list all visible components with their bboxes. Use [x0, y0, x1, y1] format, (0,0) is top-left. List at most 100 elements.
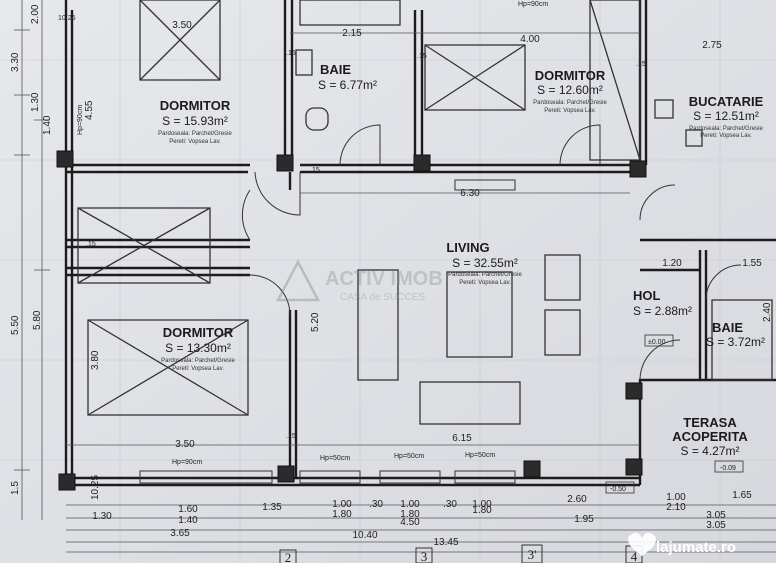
dim-label: 3.80 — [90, 350, 101, 370]
furniture — [77, 0, 773, 425]
room-name: LIVING — [446, 240, 489, 255]
room-area: S = 12.51m² — [693, 109, 759, 123]
room-floor: Pardoseala: Parchet/Gresie — [689, 126, 763, 132]
windows — [139, 179, 516, 484]
chair — [654, 99, 674, 119]
dim-label: 13.45 — [433, 537, 458, 548]
room-baie-2: BAIE S = 3.72m² — [706, 320, 765, 349]
dim-label: .15 — [286, 50, 296, 57]
columns — [56, 150, 647, 491]
dim-label: 3.50 — [175, 439, 195, 450]
dim-label: .15 — [417, 53, 427, 60]
coffee-table — [446, 271, 513, 358]
room-dormitor-1: DORMITOR S = 15.93m² Pardoseala: Parchet… — [158, 98, 232, 145]
dim-label: 3.65 — [170, 528, 190, 539]
dim-label: 5.20 — [310, 312, 321, 332]
room-area: S = 15.93m² — [162, 114, 228, 128]
dim-label: 10.40 — [352, 530, 377, 541]
room-dormitor-2: DORMITOR S = 12.60m² Pardoseala: Parchet… — [533, 68, 607, 114]
level-label: -0.50 — [610, 486, 626, 493]
chair-2 — [685, 129, 703, 147]
thin-wall-marks: .15 .15 .15 .15 .15 .15 — [86, 50, 646, 440]
dim-label: 4.00 — [520, 34, 540, 45]
room-name: BAIE — [320, 62, 351, 77]
dim-label: 3.05 — [706, 510, 726, 521]
room-area: S = 6.77m² — [318, 78, 377, 92]
dim-label: 1.55 — [742, 258, 762, 269]
dim-label: 1.30 — [92, 511, 112, 522]
dim-label: Hp=90cm — [518, 1, 548, 8]
room-name: DORMITOR — [535, 68, 606, 83]
dim-label: .15 — [310, 167, 320, 174]
room-walls: Pereti: Vopsea Lav. — [700, 133, 752, 139]
dim-label: Hp=90cm — [172, 459, 202, 466]
room-name: DORMITOR — [160, 98, 231, 113]
dim-label: 3.50 — [172, 20, 192, 31]
room-area: S = 13.30m² — [165, 341, 231, 355]
dim-label: Hp=90cm — [77, 105, 84, 135]
dim-label: 10.25 — [90, 475, 101, 500]
dim-label: Hp=50cm — [465, 452, 495, 459]
dim-label: 2.15 — [342, 28, 362, 39]
bathtub — [299, 0, 401, 26]
room-terasa: TERASA ACOPERITA S = 4.27m² — [672, 415, 748, 458]
dim-label: 4.50 — [400, 517, 420, 528]
bottom-dimension-lines — [66, 32, 776, 553]
watermark-logo — [275, 259, 321, 302]
axis-label: 4 — [631, 549, 638, 563]
watermark-line2: CASA de SUCCES — [340, 292, 425, 303]
room-name: DORMITOR — [163, 325, 234, 340]
watermark-line1: ACTIV IMOB — [325, 268, 443, 290]
room-living: LIVING S = 32.55m² Pardoseala: Parchet/G… — [446, 240, 522, 286]
room-walls: Pereti: Vopsea Lav. — [459, 280, 511, 286]
dim-label: 1.20 — [662, 258, 682, 269]
heart-icon — [628, 532, 656, 556]
sofa-bottom — [419, 381, 521, 425]
dim-label: 1.5 — [10, 481, 21, 495]
level-label: -0.09 — [720, 465, 736, 472]
dim-label: 2.60 — [567, 494, 587, 505]
dim-label: 1.00 — [400, 499, 420, 510]
dim-label: 2.75 — [702, 40, 722, 51]
dim-label: 6.15 — [452, 433, 472, 444]
dim-label: 1.60 — [178, 504, 198, 515]
room-baie-1: BAIE S = 6.77m² — [318, 62, 377, 92]
bed-dormitor-bottom — [87, 319, 249, 416]
dim-label: 2.00 — [30, 4, 41, 24]
dim-label: 1.00 — [472, 499, 492, 510]
armchair-2 — [544, 309, 581, 356]
dim-label: 5.80 — [32, 310, 43, 330]
dim-label: 1.80 — [400, 509, 420, 520]
dim-label: .15 — [636, 61, 646, 68]
bed-dormitor-right — [424, 44, 526, 111]
room-bucatarie: BUCATARIE S = 12.51m² Pardoseala: Parche… — [689, 94, 764, 139]
room-area: S = 3.72m² — [706, 335, 765, 349]
dim-label: 10.25 — [58, 15, 76, 22]
bed-top-left — [139, 0, 221, 81]
left-dimension-lines — [14, 0, 50, 520]
levels: ±0.00 -0.09 -0.50 — [605, 334, 744, 494]
armchair-1 — [544, 254, 581, 301]
sink — [295, 49, 313, 76]
room-name: HOL — [633, 288, 661, 303]
room-area: S = 12.60m² — [537, 83, 603, 97]
dim-label: 5.50 — [10, 315, 21, 335]
toilet — [305, 107, 329, 131]
dim-label: 1.35 — [262, 502, 282, 513]
dim-label: .15 — [86, 241, 96, 248]
room-name: BAIE — [712, 320, 743, 335]
room-walls: Pereti: Vopsea Lav. — [172, 366, 224, 372]
dim-label: .15 — [286, 433, 296, 440]
dim-label: 1.00 — [332, 499, 352, 510]
axis-label: 3 — [421, 549, 428, 563]
axis-label: 2 — [285, 550, 292, 563]
axis-label: 3' — [528, 547, 537, 562]
dim-label: .30 — [443, 499, 457, 510]
dim-label: 4.55 — [84, 100, 95, 120]
watermark: ACTIV IMOB CASA de SUCCES — [275, 259, 443, 303]
window-heights: Hp=90cm Hp=50cm Hp=50cm Hp=50cm Hp=90cm — [77, 105, 495, 466]
dim-label: Hp=50cm — [320, 455, 350, 462]
dim-label: .30 — [369, 499, 383, 510]
